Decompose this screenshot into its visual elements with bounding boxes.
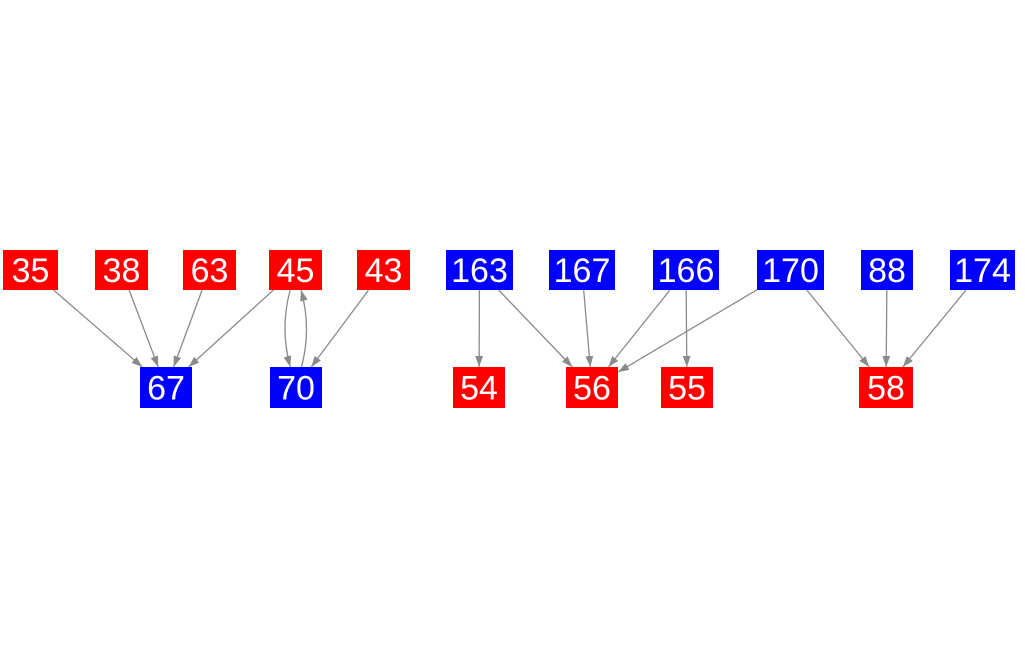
node-label-35: 35 (12, 252, 50, 290)
edge-170-to-56 (617, 289, 758, 373)
node-38: 38 (95, 250, 148, 290)
node-box-166 (653, 250, 719, 290)
node-label-54: 54 (460, 370, 498, 408)
node-label-63: 63 (191, 252, 229, 290)
node-67: 67 (140, 367, 192, 408)
node-label-167: 167 (554, 252, 611, 290)
edge-167-to-56 (583, 289, 594, 368)
node-63: 63 (183, 250, 236, 290)
node-166: 166 (653, 250, 719, 290)
node-45: 45 (269, 250, 322, 290)
edge-170-to-58 (806, 289, 870, 368)
node-box-38 (95, 250, 148, 290)
node-55: 55 (661, 367, 713, 408)
node-label-174: 174 (954, 252, 1011, 290)
node-label-70: 70 (277, 370, 315, 408)
edge-35-to-67 (53, 289, 143, 368)
node-88: 88 (861, 250, 913, 290)
node-58: 58 (859, 367, 913, 408)
node-56: 56 (566, 367, 618, 408)
node-54: 54 (453, 367, 505, 408)
node-box-56 (566, 367, 618, 408)
node-box-35 (3, 250, 58, 290)
node-label-88: 88 (868, 252, 906, 290)
node-174: 174 (950, 250, 1015, 290)
node-layer: 35 38 63 45 43 163 167 166 170 88 174 67 70 54 56 55 58 (3, 250, 1015, 408)
edge-70-to-45 (300, 289, 308, 368)
node-170: 170 (757, 250, 824, 290)
edge-43-to-70 (310, 289, 370, 368)
node-box-58 (859, 367, 913, 408)
node-label-45: 45 (277, 252, 315, 290)
node-label-43: 43 (365, 252, 403, 290)
node-167: 167 (549, 250, 615, 290)
node-box-45 (269, 250, 322, 290)
edge-45-to-70 (283, 289, 292, 368)
node-label-170: 170 (762, 252, 819, 290)
edge-45-to-67 (188, 289, 274, 368)
node-label-166: 166 (658, 252, 715, 290)
node-box-88 (861, 250, 913, 290)
edge-163-to-56 (498, 289, 573, 368)
node-box-63 (183, 250, 236, 290)
node-box-54 (453, 367, 505, 408)
node-label-38: 38 (103, 252, 141, 290)
edge-166-to-55 (682, 289, 691, 368)
node-label-58: 58 (867, 370, 905, 408)
edge-layer (53, 289, 967, 373)
edge-174-to-58 (902, 289, 967, 368)
node-70: 70 (270, 367, 322, 408)
node-35: 35 (3, 250, 58, 290)
node-box-170 (757, 250, 824, 290)
edge-63-to-67 (172, 289, 203, 368)
edge-166-to-56 (607, 289, 671, 368)
node-label-56: 56 (573, 370, 611, 408)
node-43: 43 (357, 250, 410, 290)
node-label-55: 55 (668, 370, 706, 408)
edge-38-to-67 (128, 289, 159, 368)
edge-88-to-58 (882, 289, 891, 368)
node-label-67: 67 (147, 370, 185, 408)
node-box-43 (357, 250, 410, 290)
node-box-67 (140, 367, 192, 408)
node-box-70 (270, 367, 322, 408)
node-box-55 (661, 367, 713, 408)
node-box-167 (549, 250, 615, 290)
node-box-163 (446, 250, 513, 290)
node-163: 163 (446, 250, 513, 290)
node-label-163: 163 (451, 252, 508, 290)
node-box-174 (950, 250, 1015, 290)
